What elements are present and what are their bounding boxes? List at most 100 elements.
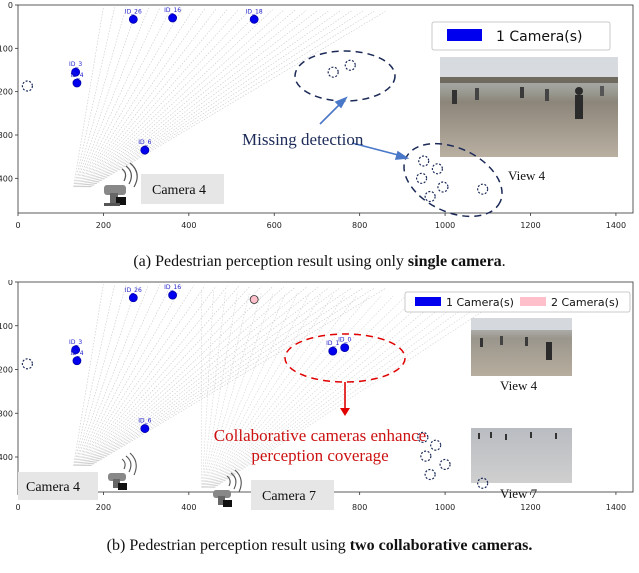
missed-pedestrian-marker	[420, 450, 432, 462]
view-7-photo	[471, 428, 572, 483]
missed-pedestrian-marker	[327, 66, 339, 78]
legend-label-1cam: 1 Camera(s)	[446, 296, 514, 309]
pedestrian-id-label: ID_4	[70, 72, 83, 79]
x-tick-label: 400	[181, 221, 196, 230]
legend-swatch-2cam	[520, 297, 546, 306]
pedestrian-point	[168, 13, 178, 23]
missed-pedestrian-marker	[415, 172, 428, 184]
pedestrian-point	[140, 424, 150, 433]
camera-4-label: Camera 4	[26, 480, 80, 495]
missed-pedestrian-marker	[424, 468, 436, 481]
x-tick-label: 0	[15, 503, 20, 512]
missed-pedestrian-marker	[21, 358, 33, 370]
x-tick-label: 600	[267, 221, 282, 230]
pedestrian-point	[128, 293, 138, 303]
y-tick-label: 400	[0, 453, 13, 462]
pedestrian-point	[71, 345, 81, 355]
x-tick-label: 1000	[435, 503, 455, 512]
camera-7-label: Camera 7	[262, 489, 316, 504]
pedestrian-id-label: ID_18	[246, 8, 263, 15]
x-tick-label: 1200	[520, 221, 540, 230]
annotation-arrows	[319, 96, 410, 160]
camera-icon	[108, 452, 137, 490]
camera-label-box	[141, 174, 224, 204]
camera-frustum-lines	[73, 7, 386, 188]
view-4-label: View 4	[500, 378, 538, 393]
missing-detection-annotation: Missing detection	[242, 130, 364, 149]
x-tick-label: 200	[96, 503, 111, 512]
pedestrian-id-label: ID_6	[138, 139, 151, 146]
pedestrian-point	[328, 346, 338, 356]
pedestrian-point	[140, 145, 150, 155]
missed-pedestrian-marker	[424, 190, 436, 203]
camera-icon	[104, 162, 138, 206]
legend: 1 Camera(s) 2 Camera(s)	[404, 291, 631, 313]
plot-frame	[17, 4, 634, 214]
missed-pedestrian-marker	[477, 183, 489, 195]
pedestrian-point	[340, 343, 350, 353]
camera-frustum-lines	[73, 284, 501, 488]
view-7-label: View 7	[500, 486, 538, 501]
pedestrian-id-label: ID_16	[164, 284, 181, 291]
view-4-photo	[471, 318, 572, 376]
pedestrian-id-label: ID_1	[326, 340, 339, 347]
x-tick-label: 200	[96, 221, 111, 230]
missed-pedestrian-marker	[477, 477, 489, 489]
pedestrian-point	[168, 290, 178, 300]
x-axis: 0 200 400 600 800 1000 1200 1400	[15, 213, 626, 230]
pedestrian-point	[72, 78, 82, 88]
y-tick-label: 200	[0, 88, 13, 97]
y-tick-label: 200	[0, 366, 13, 375]
y-tick-label: 400	[0, 174, 13, 183]
view-4-photo	[440, 57, 618, 157]
missed-pedestrian-marker	[431, 163, 443, 175]
camera-label: Camera 4	[152, 183, 206, 198]
pedestrian-point	[249, 14, 259, 24]
x-tick-label: 800	[352, 221, 367, 230]
collaboration-annotation-line1: Collaborative cameras enhance	[214, 426, 426, 445]
y-tick-label: 300	[0, 131, 13, 140]
x-tick-label: 400	[181, 503, 196, 512]
pedestrian-id-label: ID_6	[138, 418, 151, 425]
x-tick-label: 1000	[435, 221, 455, 230]
missed-pedestrian-marker	[21, 80, 33, 92]
x-tick-label: 800	[352, 503, 367, 512]
y-tick-label: 0	[8, 280, 13, 287]
missed-pedestrian-marker	[344, 59, 356, 71]
pedestrian-point	[128, 14, 138, 24]
y-axis: 0 100 200 300 400	[0, 1, 18, 183]
pedestrian-id-label: ID_3	[69, 339, 82, 346]
view-label: View 4	[508, 168, 546, 183]
pedestrian-point	[249, 295, 259, 304]
legend-label-1cam: 1 Camera(s)	[496, 29, 583, 45]
y-tick-label: 0	[8, 1, 13, 10]
pedestrian-id-label: ID_0	[338, 337, 351, 344]
missed-pedestrian-marker	[418, 155, 430, 167]
pedestrian-point	[72, 356, 82, 366]
caption-a: (a) Pedestrian perception result using o…	[133, 253, 506, 270]
missed-pedestrian-marker	[439, 458, 451, 471]
legend-swatch-1cam	[447, 29, 482, 41]
caption-b: (b) Pedestrian perception result using t…	[106, 537, 533, 554]
camera-7-label-box	[251, 480, 334, 510]
collaboration-annotation-line2: perception coverage	[251, 446, 388, 465]
x-tick-label: 1200	[520, 503, 540, 512]
pedestrian-id-label: ID_4	[70, 350, 83, 357]
x-tick-label: 0	[15, 221, 20, 230]
x-tick-label: 1400	[606, 503, 626, 512]
legend-swatch-1cam	[415, 297, 441, 306]
legend: 1 Camera(s)	[431, 21, 611, 51]
x-tick-label: 1400	[606, 221, 626, 230]
y-tick-label: 300	[0, 409, 13, 418]
coverage-gain-ellipse	[284, 333, 406, 383]
missed-pedestrian-marker	[417, 431, 429, 443]
pedestrian-id-label: ID_3	[69, 61, 82, 68]
missing-region-ellipse	[294, 50, 396, 102]
y-tick-label: 100	[0, 44, 13, 53]
camera-4-label-box	[18, 472, 98, 500]
